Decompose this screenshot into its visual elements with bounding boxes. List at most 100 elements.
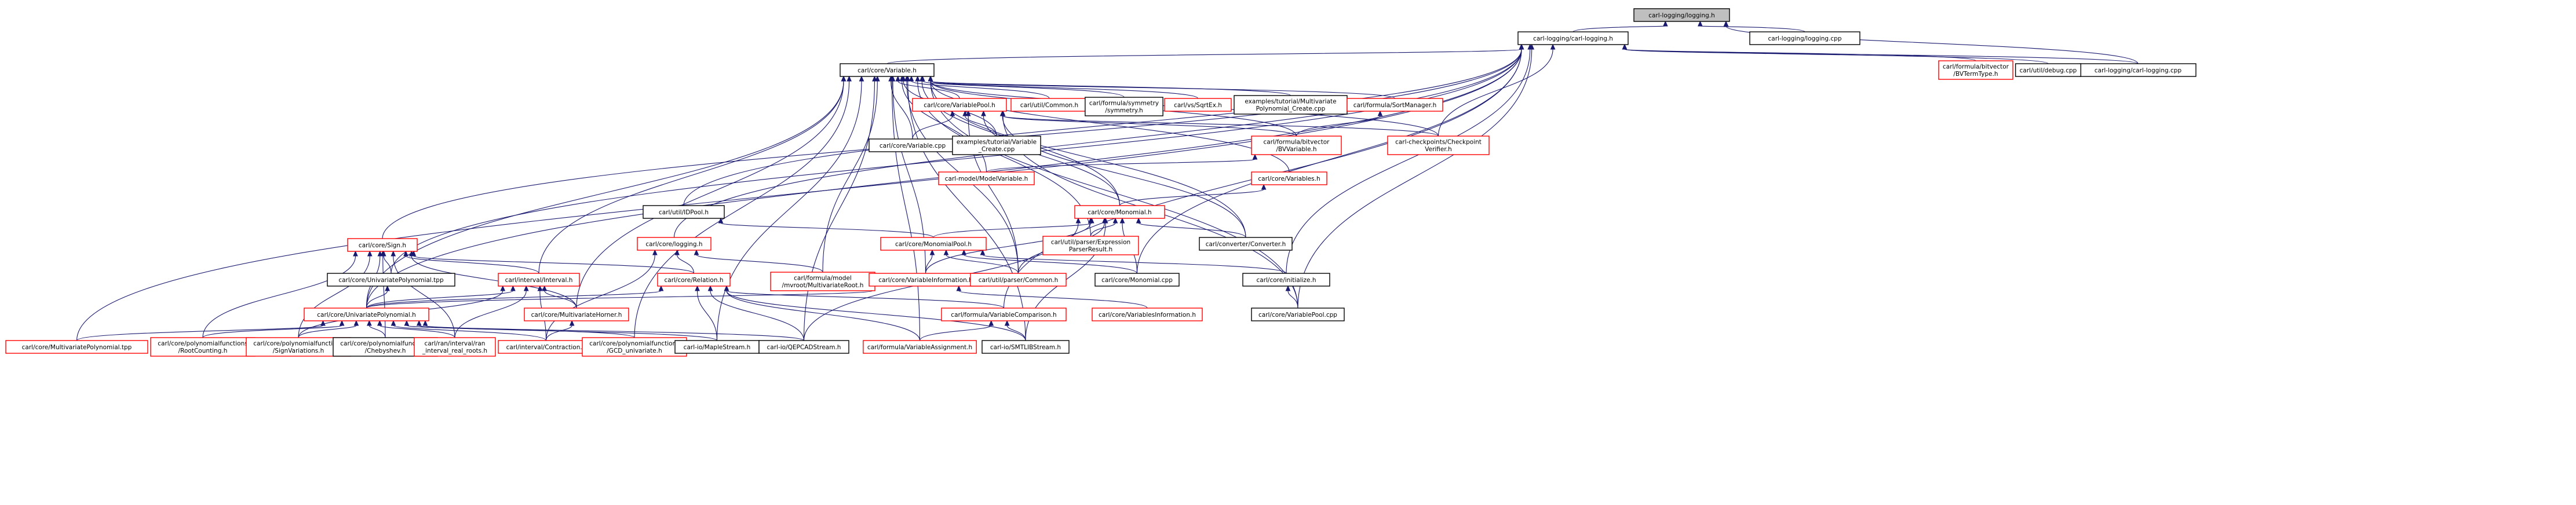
node-box [1347,98,1443,112]
edge-chebyshev-to-sign_h [380,250,386,338]
node-modelvar[interactable]: carl-model/ModelVariable.h [938,171,1035,185]
node-logging-cpp[interactable]: carl-logging/logging.cpp [1749,31,1860,45]
node-varinfo-h[interactable]: carl/core/VariableInformation.h [869,273,983,287]
node-label: /GCD_univariate.h [607,347,662,354]
node-box [970,273,1067,287]
node-converter[interactable]: carl/converter/Converter.h [1199,237,1293,251]
node-label: carl-io/SMTLIBStream.h [990,344,1061,351]
node-tut-multi[interactable]: examples/tutorial/MultivariatePolynomial… [1234,95,1348,115]
node-label: carl-logging/logging.h [1648,12,1715,19]
node-label: carl/formula/bitvector [1263,139,1330,146]
node-initialize[interactable]: carl/core/initialize.h [1242,273,1330,287]
node-label: carl/interval/Contraction.h [506,344,586,351]
node-variable-h[interactable]: carl/core/Variable.h [840,63,935,77]
node-smtlib[interactable]: carl-io/SMTLIBStream.h [981,340,1070,354]
node-label: examples/tutorial/Variable [957,139,1037,146]
node-interval-h[interactable]: carl/interval/Interval.h [498,273,580,287]
node-monomial-cpp[interactable]: carl/core/Monomial.cpp [1094,273,1180,287]
node-clog-h[interactable]: carl-logging/carl-logging.h [1517,31,1629,45]
node-label: Verifier.h [1425,146,1451,153]
node-sign-h[interactable]: carl/core/Sign.h [347,238,418,252]
node-bvterm[interactable]: carl/formula/bitvector/BVTermType.h [1938,60,2013,80]
node-label: /RootCounting.h [178,347,228,354]
node-varassign[interactable]: carl/formula/VariableAssignment.h [863,340,977,354]
node-varsinfo[interactable]: carl/core/VariablesInformation.h [1092,308,1203,321]
node-uvpoly-h[interactable]: carl/core/UnivariatePolynomial.h [304,308,429,321]
node-label: examples/tutorial/Multivariate [1245,98,1336,105]
node-relation-h[interactable]: carl/core/Relation.h [657,273,731,287]
node-debug-cpp[interactable]: carl/util/debug.cpp [2015,63,2082,77]
edge-mvroot-to-logging_h [694,249,823,273]
node-qepcad[interactable]: carl-io/QEPCADStream.h [758,340,849,354]
node-gcd-uv[interactable]: carl/core/polynomialfunctions/GCD_univar… [582,337,687,357]
node-bvvariable[interactable]: carl/formula/bitvector/BVVariable.h [1251,136,1342,155]
node-label: carl/core/Sign.h [359,242,406,249]
node-label: carl/core/MonomialPool.h [895,241,972,248]
node-box [1517,31,1629,45]
node-rootcounting[interactable]: carl/core/polynomialfunctions/RootCounti… [150,337,256,357]
node-mvroot[interactable]: carl/formula/model/mvroot/MultivariateRo… [770,272,875,291]
edge-signvar-to-uvpoly_h [298,320,359,338]
node-varpool-cpp[interactable]: carl/core/VariablePool.cpp [1251,308,1345,321]
node-uvpoly-tpp[interactable]: carl/core/UnivariatePolynomial.tpp [327,273,455,287]
node-monopool[interactable]: carl/core/MonomialPool.h [880,237,987,251]
node-mvhorner[interactable]: carl/core/MultivariateHorner.h [524,308,629,321]
node-box [1085,97,1163,116]
edge-clog_cpp-to-clog_h [1622,43,2139,64]
edge-bvterm-to-clog_h [1622,43,1976,61]
node-box [1092,308,1203,321]
node-label: carl/core/Monomial.h [1088,209,1151,216]
node-label: carl/core/polynomialfunctions [340,341,430,347]
edge-tut_var-to-varpool_h [962,110,997,137]
node-label: carl-logging/logging.cpp [1768,35,1841,42]
node-box [1242,273,1330,287]
edge-varpool_cpp-to-variable_h [928,75,1298,309]
node-sqrtex[interactable]: carl/vs/SqrtEx.h [1164,98,1232,112]
node-label: carl-logging/carl-logging.cpp [2095,67,2182,74]
node-exprparser[interactable]: carl/util/parser/ExpressionParserResult.… [1042,236,1139,255]
node-common-h[interactable]: carl/util/Common.h [1010,98,1088,112]
edge-rootcounting-to-uvpoly_h [202,320,345,338]
node-mvpoly-tpp[interactable]: carl/core/MultivariatePolynomial.tpp [5,340,148,354]
node-label: carl/core/polynomialfunctions [158,341,247,347]
edge-varinfo_h-to-monomial_h [925,217,1093,274]
node-varcomp[interactable]: carl/formula/VariableComparison.h [941,308,1067,321]
node-tut-var[interactable]: examples/tutorial/Variable_Create.cpp [952,136,1041,155]
edge-mvpoly_tpp-to-uvpoly_h [76,320,326,341]
edge-maple-to-uvpoly_h [416,320,718,341]
node-maple[interactable]: carl-io/MapleStream.h [674,340,760,354]
edge-contraction-to-logging_h [545,249,658,341]
edge-maple-to-relation_h [695,285,718,341]
edge-modelvar-to-variable_h [899,75,987,173]
edge-smtlib-to-relation_h [724,285,1026,341]
node-box [1164,98,1232,112]
node-label: carl/core/Variables.h [1258,175,1320,182]
node-label: /mvroot/MultivariateRoot.h [782,282,864,289]
node-contraction[interactable]: carl/interval/Contraction.h [498,340,594,354]
node-box [347,238,418,252]
node-realroots[interactable]: carl/ran/interval/ran_interval_real_root… [414,337,496,357]
node-root[interactable]: carl-logging/logging.h [1633,8,1730,22]
node-box [414,337,496,357]
node-symmetry[interactable]: carl/formula/symmetry/symmetry.h [1085,97,1163,116]
edge-qepcad-to-relation_h [707,285,805,341]
node-variable-cpp[interactable]: carl/core/Variable.cpp [869,138,957,152]
edge-variable_cpp-to-varpool_h [912,110,955,140]
node-varpool-h[interactable]: carl/core/VariablePool.h [912,98,1007,112]
node-label: _interval_real_roots.h [422,347,487,354]
node-variables-h[interactable]: carl/core/Variables.h [1251,171,1327,185]
node-monomial-h[interactable]: carl/core/Monomial.h [1074,205,1165,219]
node-box [5,340,148,354]
node-idpool[interactable]: carl/util/IDPool.h [643,205,725,219]
edge-logging_cpp-to-root [1698,20,1805,32]
node-clog-cpp[interactable]: carl-logging/carl-logging.cpp [2079,63,2196,77]
node-box [1387,136,1490,155]
edge-relation_h-to-sign_h [411,250,695,274]
node-parsercommon[interactable]: carl/util/parser/Common.h [970,273,1067,287]
node-label: carl/util/parser/Common.h [979,277,1059,284]
node-label: /symmetry.h [1105,107,1143,114]
node-box [1199,237,1293,251]
node-logging-h[interactable]: carl/core/logging.h [637,237,711,251]
node-sortmgr[interactable]: carl/formula/SortManager.h [1347,98,1443,112]
